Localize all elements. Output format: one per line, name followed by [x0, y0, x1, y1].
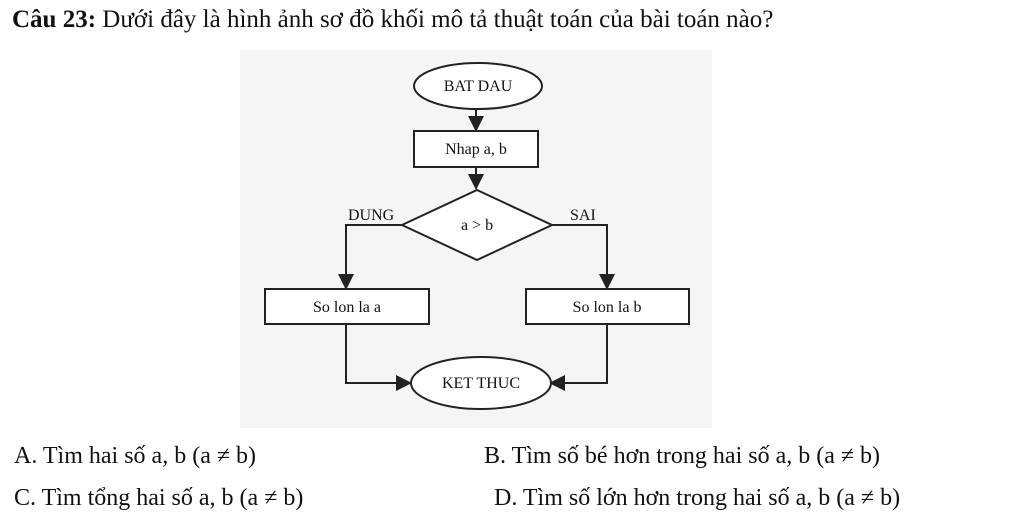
- question-prompt: Dưới đây là hình ảnh sơ đồ khối mô tả th…: [102, 6, 774, 33]
- end-label: KET THUC: [442, 375, 520, 392]
- end-node: [410, 356, 552, 410]
- option-d[interactable]: D. Tìm số lớn hơn trong hai số a, b (a ≠…: [494, 485, 901, 511]
- option-c[interactable]: C. Tìm tổng hai số a, b (a ≠ b): [14, 485, 304, 511]
- connector-false-branch: [552, 224, 615, 290]
- flowchart-figure: BAT DAU Nhap a, b a > b DUNG SAI So lon …: [240, 50, 712, 428]
- question-number: Câu 23:: [12, 6, 97, 33]
- connector-true-branch: [338, 224, 402, 290]
- true-branch-label: So lon la a: [313, 299, 381, 316]
- true-label: DUNG: [348, 207, 395, 224]
- flowchart-svg: BAT DAU Nhap a, b a > b DUNG SAI So lon …: [264, 62, 690, 410]
- connector-false-end: [549, 324, 608, 391]
- true-branch-node: [264, 288, 430, 325]
- question-text: Câu 23: Dưới đây là hình ảnh sơ đồ khối …: [12, 6, 773, 34]
- input-label: Nhap a, b: [445, 141, 507, 158]
- false-branch-node: [525, 288, 690, 325]
- start-node: [413, 62, 543, 110]
- false-branch-label: So lon la b: [573, 299, 642, 316]
- connector-true-end: [345, 324, 412, 391]
- start-label: BAT DAU: [444, 78, 513, 95]
- option-b[interactable]: B. Tìm số bé hơn trong hai số a, b (a ≠ …: [484, 443, 881, 469]
- decision-node: [399, 188, 555, 262]
- decision-label: a > b: [461, 217, 493, 234]
- false-label: SAI: [570, 207, 596, 224]
- input-node: [413, 130, 539, 168]
- option-a[interactable]: A. Tìm hai số a, b (a ≠ b): [14, 443, 257, 469]
